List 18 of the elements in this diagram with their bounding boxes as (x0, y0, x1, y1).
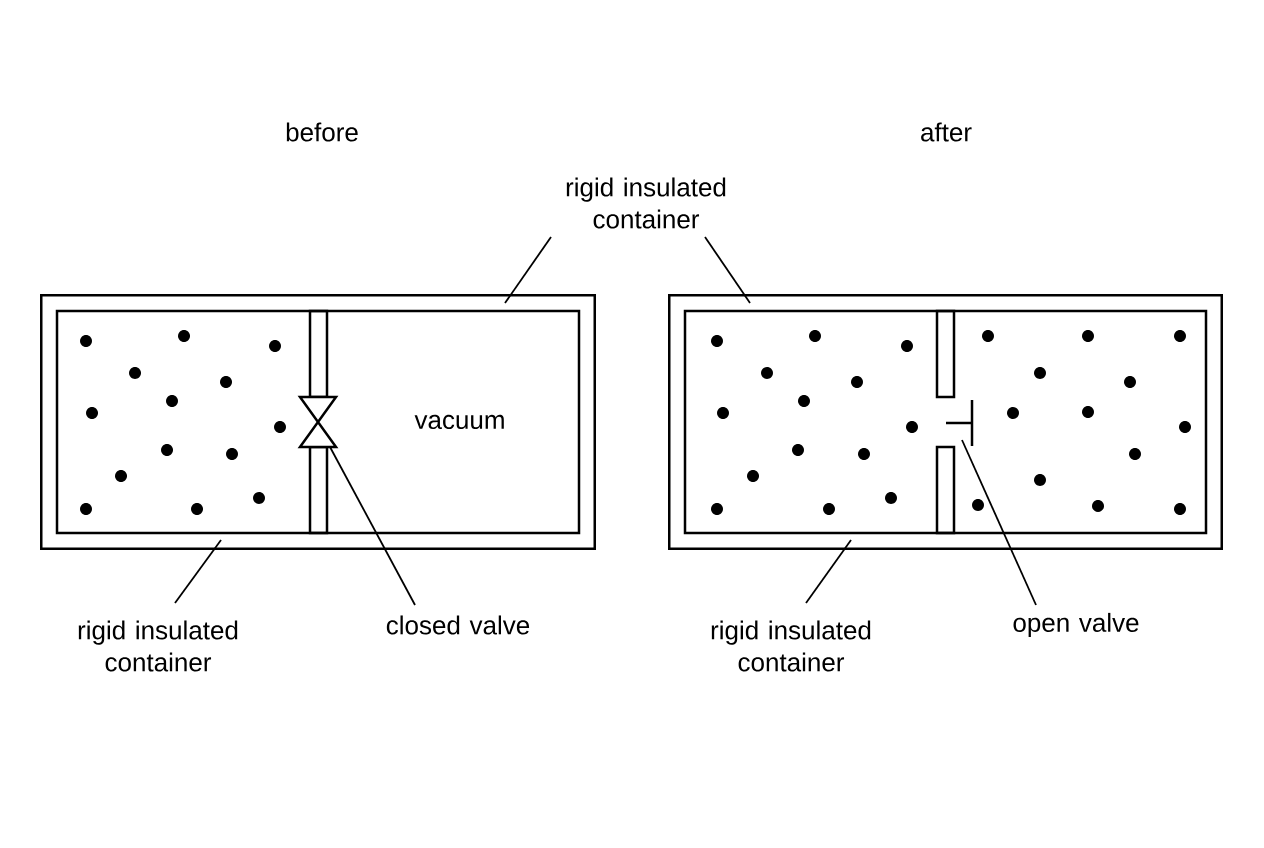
callout-label: rigid insulated container (78, 620, 238, 672)
callout-label: rigid insulated container (711, 620, 871, 672)
leader-line (504, 236, 552, 304)
leader-line (174, 539, 222, 604)
heading: after (921, 122, 972, 142)
callout-label: rigid insulated container (566, 177, 726, 229)
container-drawing (668, 294, 1223, 550)
leader-line (805, 539, 852, 604)
closed-valve-symbol (297, 395, 339, 449)
leader-line (961, 439, 1037, 606)
heading: before (286, 122, 358, 142)
callout-label: open valve (1013, 612, 1139, 638)
region-label: vacuum (414, 414, 504, 430)
leader-line (329, 446, 416, 606)
leader-line (704, 236, 751, 304)
container-drawing (40, 294, 596, 550)
open-valve-symbol (946, 400, 974, 446)
callout-label: closed valve (386, 615, 530, 635)
